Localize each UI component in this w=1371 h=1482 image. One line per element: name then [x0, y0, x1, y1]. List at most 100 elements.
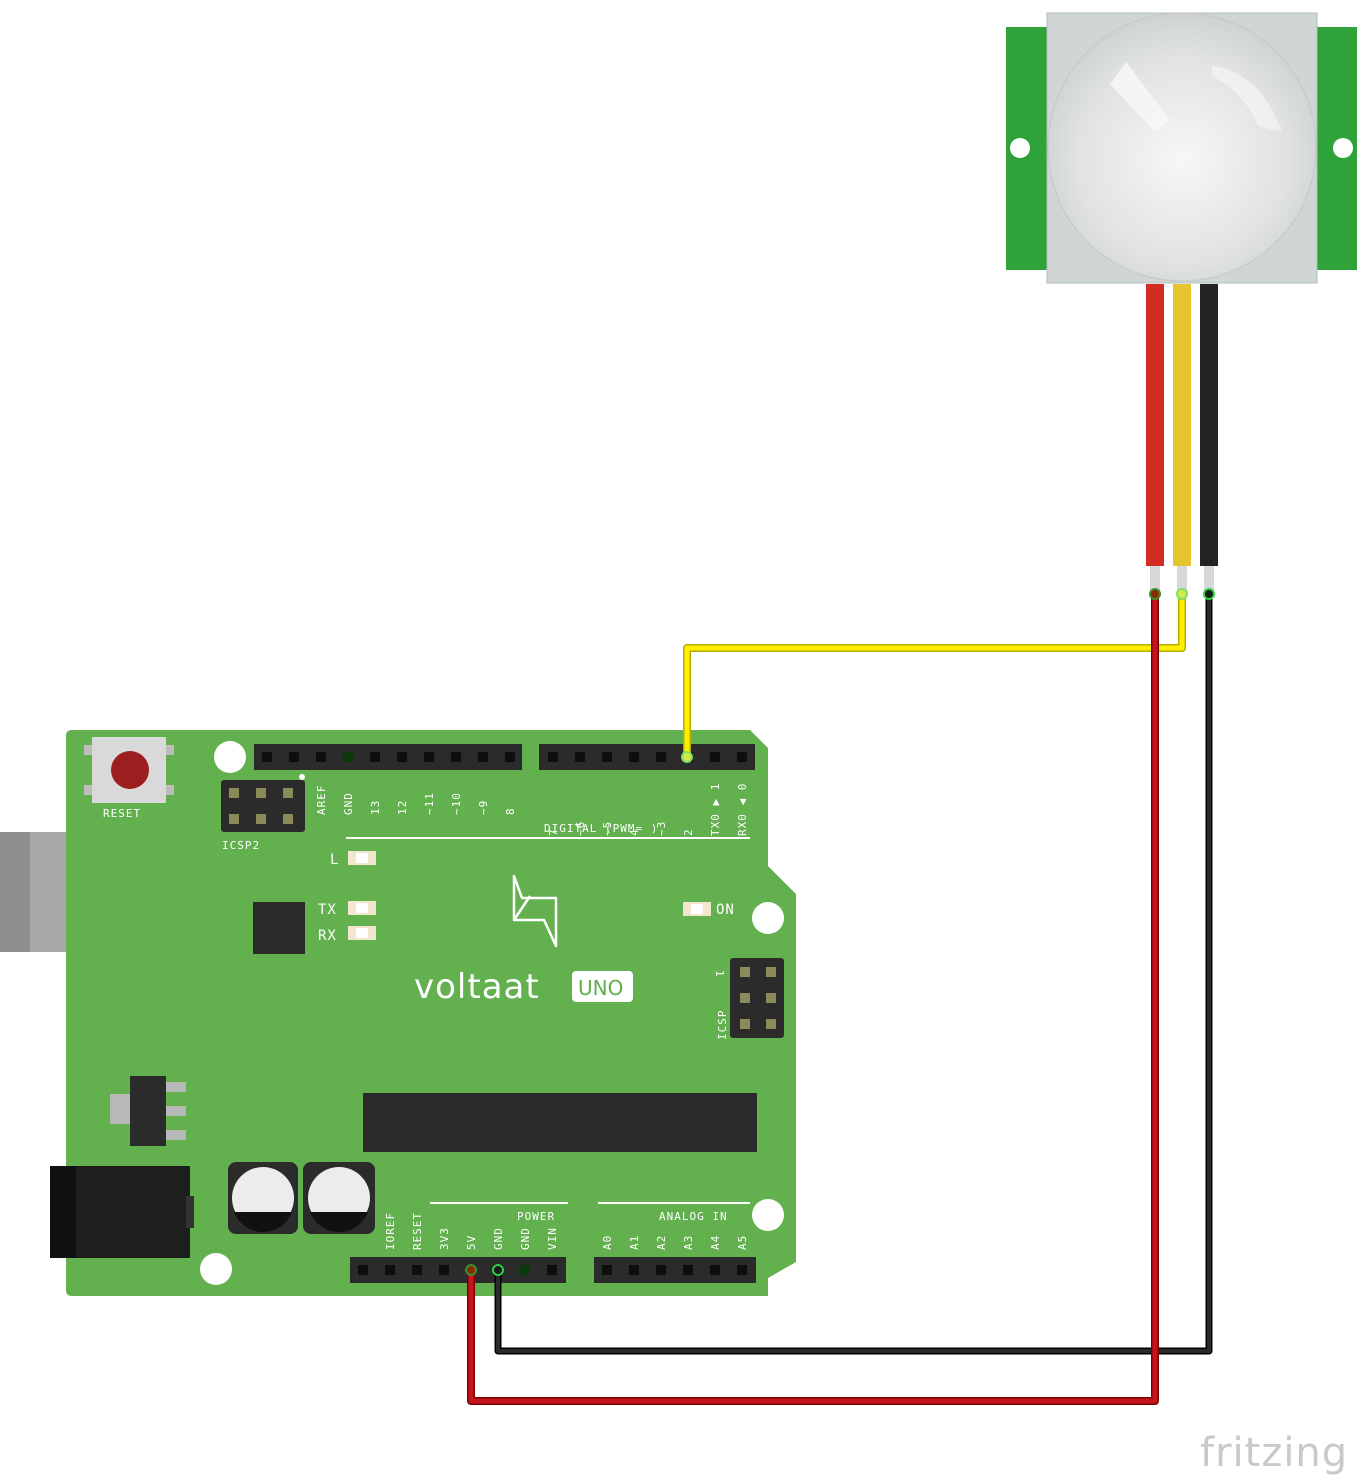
- pin-label: 13: [369, 800, 382, 815]
- pin-label: 8: [504, 807, 517, 815]
- header-pin: [385, 1265, 395, 1275]
- usb-chip: [253, 902, 305, 954]
- header-pin: [343, 752, 353, 762]
- header-pin: [629, 752, 639, 762]
- header-pin: [370, 752, 380, 762]
- wire-gnd[interactable]: [494, 590, 1213, 1355]
- pin-label: A1: [628, 1235, 641, 1250]
- endpoint-sensor-out: [1176, 588, 1188, 600]
- pin-label: 7: [547, 828, 560, 836]
- pin-label: AREF: [315, 785, 328, 816]
- reset-button[interactable]: [84, 737, 174, 803]
- header-pin: [656, 1265, 666, 1275]
- header-pin: [262, 752, 272, 762]
- pir-lead-out: [1173, 284, 1191, 566]
- pin-label: IOREF: [384, 1212, 397, 1250]
- pin-label: RX0 ◀ 0: [736, 783, 749, 836]
- header-pin: [602, 752, 612, 762]
- pir-dome-highlight: [1110, 62, 1170, 132]
- header-pin: [710, 752, 720, 762]
- header-pin: [683, 1265, 693, 1275]
- pin-label: ~6: [574, 821, 587, 836]
- icsp-label: ICSP: [716, 1010, 729, 1041]
- digital-header-label: DIGITAL (PWM= ): [544, 822, 658, 835]
- wire-vcc[interactable]: [467, 590, 1159, 1405]
- icsp-pin1-label: 1: [713, 970, 726, 978]
- dc-power-jack: [50, 1166, 194, 1258]
- pin-label: ~9: [477, 800, 490, 815]
- pir-dome-highlight: [1212, 66, 1282, 132]
- header-pin: [520, 1265, 530, 1275]
- power-header-label: POWER: [517, 1210, 555, 1223]
- pin-label: A0: [601, 1235, 614, 1250]
- pir-lead-gnd: [1200, 284, 1218, 566]
- endpoint-sensor-gnd: [1203, 588, 1215, 600]
- pin-label: A3: [682, 1235, 695, 1250]
- analog-header: [594, 1257, 756, 1283]
- endpoint-board-5v: [465, 1264, 477, 1276]
- pin-label: ~3: [655, 821, 668, 836]
- pin-label: ~11: [423, 792, 436, 815]
- pin-label: GND: [342, 792, 355, 815]
- led-rx: [348, 926, 376, 940]
- header-pin: [710, 1265, 720, 1275]
- capacitor: [228, 1162, 298, 1234]
- main-chip: [363, 1093, 757, 1152]
- reset-label: RESET: [103, 807, 141, 820]
- pin-label: A4: [709, 1235, 722, 1250]
- pin-label: A2: [655, 1235, 668, 1250]
- pir-mount-hole: [1010, 138, 1030, 158]
- header-pin: [737, 752, 747, 762]
- header-pin: [451, 752, 461, 762]
- led-tx-label: TX: [318, 902, 337, 918]
- pir-lead-vcc: [1146, 284, 1164, 566]
- header-pin: [547, 1265, 557, 1275]
- header-pin: [548, 752, 558, 762]
- icsp2-label: ICSP2: [222, 839, 260, 852]
- pin-label: A5: [736, 1235, 749, 1250]
- pin-label: VIN: [546, 1227, 559, 1250]
- led-on: [683, 902, 711, 916]
- led-l: [348, 851, 376, 865]
- header-pin: [602, 1265, 612, 1275]
- header-pin: [737, 1265, 747, 1275]
- pin-label: RESET: [411, 1212, 424, 1250]
- mount-hole: [200, 1253, 232, 1285]
- digital-header-right: [539, 744, 755, 770]
- icsp2-header: [221, 774, 305, 832]
- led-rx-label: RX: [318, 928, 337, 944]
- pir-dome: [1047, 12, 1317, 282]
- icsp-header: [730, 958, 784, 1038]
- header-pin: [629, 1265, 639, 1275]
- pin-label: 4: [628, 828, 641, 836]
- header-pin: [424, 752, 434, 762]
- header-pin: [397, 752, 407, 762]
- header-pin: [316, 752, 326, 762]
- led-tx: [348, 901, 376, 915]
- mount-hole: [214, 741, 246, 773]
- pin-label: GND: [519, 1227, 532, 1250]
- endpoint-board-d2: [681, 751, 693, 763]
- pir-sensor: [1006, 12, 1357, 592]
- pin-label: 2: [682, 828, 695, 836]
- header-pin: [505, 752, 515, 762]
- capacitor: [303, 1162, 375, 1234]
- pin-label: 12: [396, 800, 409, 815]
- model-badge: [572, 971, 633, 1002]
- header-pin: [412, 1265, 422, 1275]
- pin-label: GND: [492, 1227, 505, 1250]
- pin-label: ~10: [450, 792, 463, 815]
- analog-header-label: ANALOG IN: [659, 1210, 728, 1223]
- brand-name: voltaat: [414, 967, 540, 1007]
- wire-signal[interactable]: [683, 590, 1186, 760]
- header-pin: [289, 752, 299, 762]
- header-pin: [358, 1265, 368, 1275]
- pin-label: 5V: [465, 1235, 478, 1250]
- fritzing-watermark: fritzing: [1200, 1430, 1348, 1476]
- led-l-label: L: [330, 852, 339, 868]
- voltaat-logo-icon: [512, 874, 558, 948]
- pin-label: ~5: [601, 821, 614, 836]
- power-header: [350, 1257, 566, 1283]
- endpoint-board-gnd: [492, 1264, 504, 1276]
- mount-hole: [752, 902, 784, 934]
